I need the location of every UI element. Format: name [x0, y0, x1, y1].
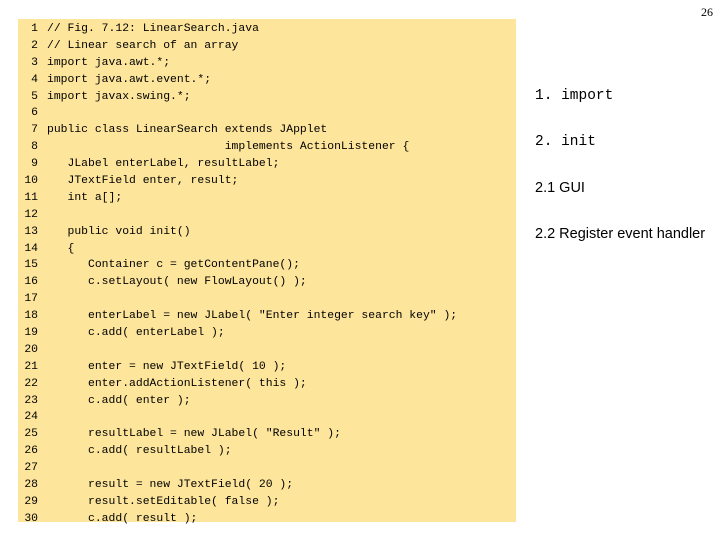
code-listing: 1 // Fig. 7.12: LinearSearch.java 2 // Line…: [18, 21, 516, 528]
code-line: 15 Container c = getContentPane();: [18, 257, 516, 274]
code-text: {: [47, 242, 75, 255]
code-text: import javax.swing.*;: [47, 90, 191, 103]
line-number: 27: [24, 462, 38, 475]
line-number: 29: [24, 495, 38, 508]
code-line: 11 int a[];: [18, 190, 516, 207]
code-line: 3 import java.awt.*;: [18, 55, 516, 72]
code-text: // Fig. 7.12: LinearSearch.java: [47, 23, 259, 35]
code-text: c.add( result );: [47, 512, 198, 525]
code-line: 12: [18, 207, 516, 224]
line-number: 22: [24, 377, 38, 390]
line-number: 6: [31, 107, 38, 120]
line-number: 12: [24, 208, 38, 221]
code-text: // Linear search of an array: [47, 39, 239, 52]
code-line: 9 JLabel enterLabel, resultLabel;: [18, 156, 516, 173]
outline-list: 1. import 2. init 2.1 GUI 2.2 Register even…: [535, 86, 710, 270]
line-number: 21: [24, 360, 38, 373]
line-number: 13: [24, 225, 38, 238]
code-text: JTextField enter, result;: [47, 175, 239, 188]
code-line: 17: [18, 291, 516, 308]
line-number: 4: [31, 73, 38, 86]
code-line: 29 result.setEditable( false );: [18, 494, 516, 511]
code-line: 13 public void init(): [18, 224, 516, 241]
outline-item: 2.2 Register event handler: [535, 226, 706, 242]
code-line: 10 JTextField enter, result;: [18, 173, 516, 190]
line-number: 3: [31, 56, 38, 69]
code-text: int a[];: [47, 191, 123, 204]
code-text: import java.awt.event.*;: [47, 73, 212, 86]
code-line: 28 result = new JTextField( 20 );: [18, 477, 516, 494]
code-line: 30 c.add( result );: [18, 511, 516, 528]
code-line: 22 enter.addActionListener( this );: [18, 376, 516, 393]
code-line: 26 c.add( resultLabel );: [18, 443, 516, 460]
code-text: result = new JTextField( 20 );: [47, 479, 294, 492]
line-number: 23: [24, 394, 38, 407]
outline-item: 1. import: [535, 88, 614, 104]
code-line: 21 enter = new JTextField( 10 );: [18, 359, 516, 376]
code-line: 6: [18, 105, 516, 122]
code-text: public void init(): [47, 225, 191, 238]
code-text: enterLabel = new JLabel( "Enter integer …: [47, 310, 458, 323]
code-text: import java.awt.*;: [47, 56, 171, 69]
line-number: 19: [24, 327, 38, 340]
line-number: 14: [24, 242, 38, 255]
code-text: resultLabel = new JLabel( "Result" );: [47, 428, 341, 441]
code-text: enter.addActionListener( this );: [47, 377, 307, 390]
code-text: c.setLayout( new FlowLayout() );: [47, 276, 307, 289]
line-number: 17: [24, 293, 38, 306]
code-line: 27: [18, 460, 516, 477]
code-line: 4 import java.awt.event.*;: [18, 72, 516, 89]
code-text: JLabel enterLabel, resultLabel;: [47, 158, 280, 171]
line-number: 1: [31, 23, 38, 35]
line-number: 8: [31, 141, 38, 154]
line-number: 15: [24, 259, 38, 272]
line-number: 9: [31, 158, 38, 171]
line-number: 30: [24, 512, 38, 525]
page-number: 26: [701, 5, 713, 19]
outline-item: 2. init: [535, 134, 596, 150]
code-text: implements ActionListener {: [47, 141, 410, 154]
code-text: Container c = getContentPane();: [47, 259, 300, 272]
line-number: 28: [24, 479, 38, 492]
code-line: 5 import javax.swing.*;: [18, 89, 516, 106]
outline-item: 2.1 GUI: [535, 180, 585, 196]
code-line: 18 enterLabel = new JLabel( "Enter integ…: [18, 308, 516, 325]
code-line: 16 c.setLayout( new FlowLayout() );: [18, 274, 516, 291]
line-number: 26: [24, 445, 38, 458]
code-text: c.add( enterLabel );: [47, 327, 225, 340]
code-panel: [18, 19, 516, 522]
code-line: 19 c.add( enterLabel );: [18, 325, 516, 342]
code-text: result.setEditable( false );: [47, 495, 280, 508]
line-number: 10: [24, 175, 38, 188]
code-text: public class LinearSearch extends JApple…: [47, 124, 328, 137]
line-number: 7: [31, 124, 38, 137]
line-number: 2: [31, 39, 38, 52]
code-line: 8 implements ActionListener {: [18, 139, 516, 156]
line-number: 24: [24, 411, 38, 424]
line-number: 5: [31, 90, 38, 103]
code-line: 7 public class LinearSearch extends JAppl…: [18, 122, 516, 139]
code-line: 14 {: [18, 241, 516, 258]
line-number: 16: [24, 276, 38, 289]
code-line: 23 c.add( enter );: [18, 393, 516, 410]
code-line: 25 resultLabel = new JLabel( "Result" );: [18, 426, 516, 443]
code-line: 20: [18, 342, 516, 359]
line-number: 18: [24, 310, 38, 323]
code-line: 24: [18, 409, 516, 426]
line-number: 11: [24, 191, 38, 204]
line-number: 25: [24, 428, 38, 441]
code-text: c.add( resultLabel );: [47, 445, 232, 458]
line-number: 20: [24, 343, 38, 356]
code-text: c.add( enter );: [47, 394, 191, 407]
code-text: enter = new JTextField( 10 );: [47, 360, 287, 373]
code-line: 1 // Fig. 7.12: LinearSearch.java: [18, 21, 516, 38]
code-line: 2 // Linear search of an array: [18, 38, 516, 55]
